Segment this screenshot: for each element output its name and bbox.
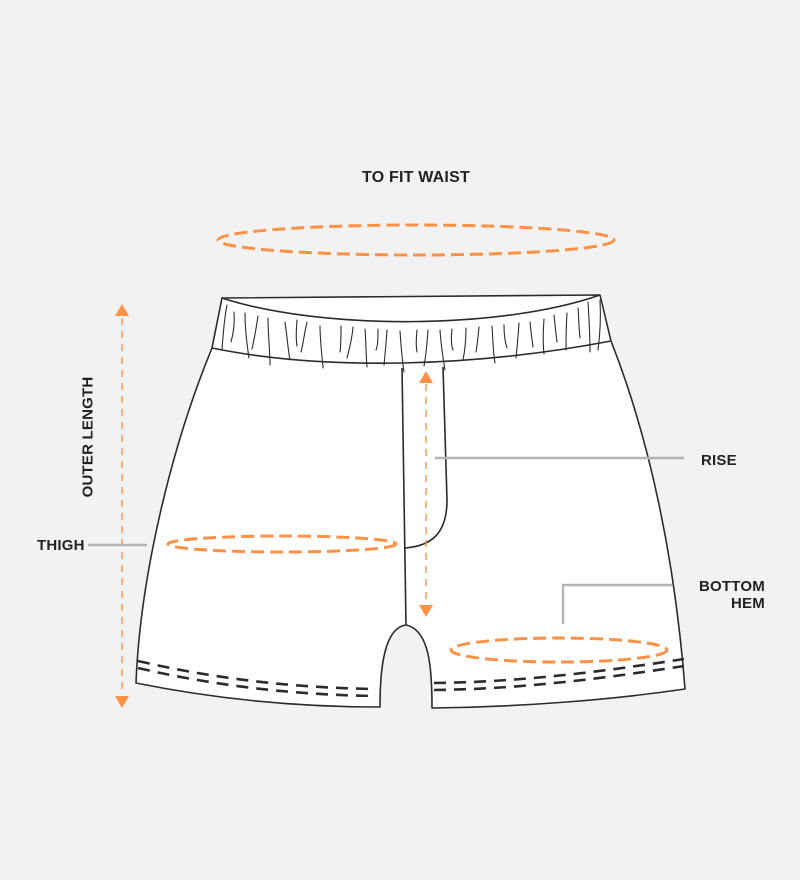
leader-lines: [88, 456, 684, 624]
bottom-hem-label-line2: HEM: [730, 595, 765, 612]
arrow-up-icon: [419, 371, 433, 383]
arrow-down-icon: [115, 696, 129, 708]
outer-length-arrow: [115, 304, 129, 708]
thigh-label: THIGH: [37, 537, 85, 554]
measure-ellipses: [166, 223, 669, 664]
bottom-hem-label: BOTTOM HEM: [699, 578, 765, 612]
outer-length-label: OUTER LENGTH: [79, 376, 97, 498]
waist-measure-ellipse: [216, 223, 616, 257]
shorts-outline: [135, 294, 686, 709]
arrow-down-icon: [419, 605, 433, 617]
bottom-hem-measure-ellipse: [449, 636, 669, 664]
bottom-hem-leader-line: [561, 583, 672, 624]
waist-label: TO FIT WAIST: [362, 169, 470, 186]
thigh-measure-ellipse: [166, 534, 398, 554]
bottom-hem-label-line1: BOTTOM: [699, 578, 765, 595]
rise-arrow: [419, 371, 433, 617]
arrow-up-icon: [115, 304, 129, 316]
rise-label: RISE: [701, 452, 737, 469]
waistband-gathers: [221, 299, 601, 373]
hem-stitching: [137, 657, 685, 698]
